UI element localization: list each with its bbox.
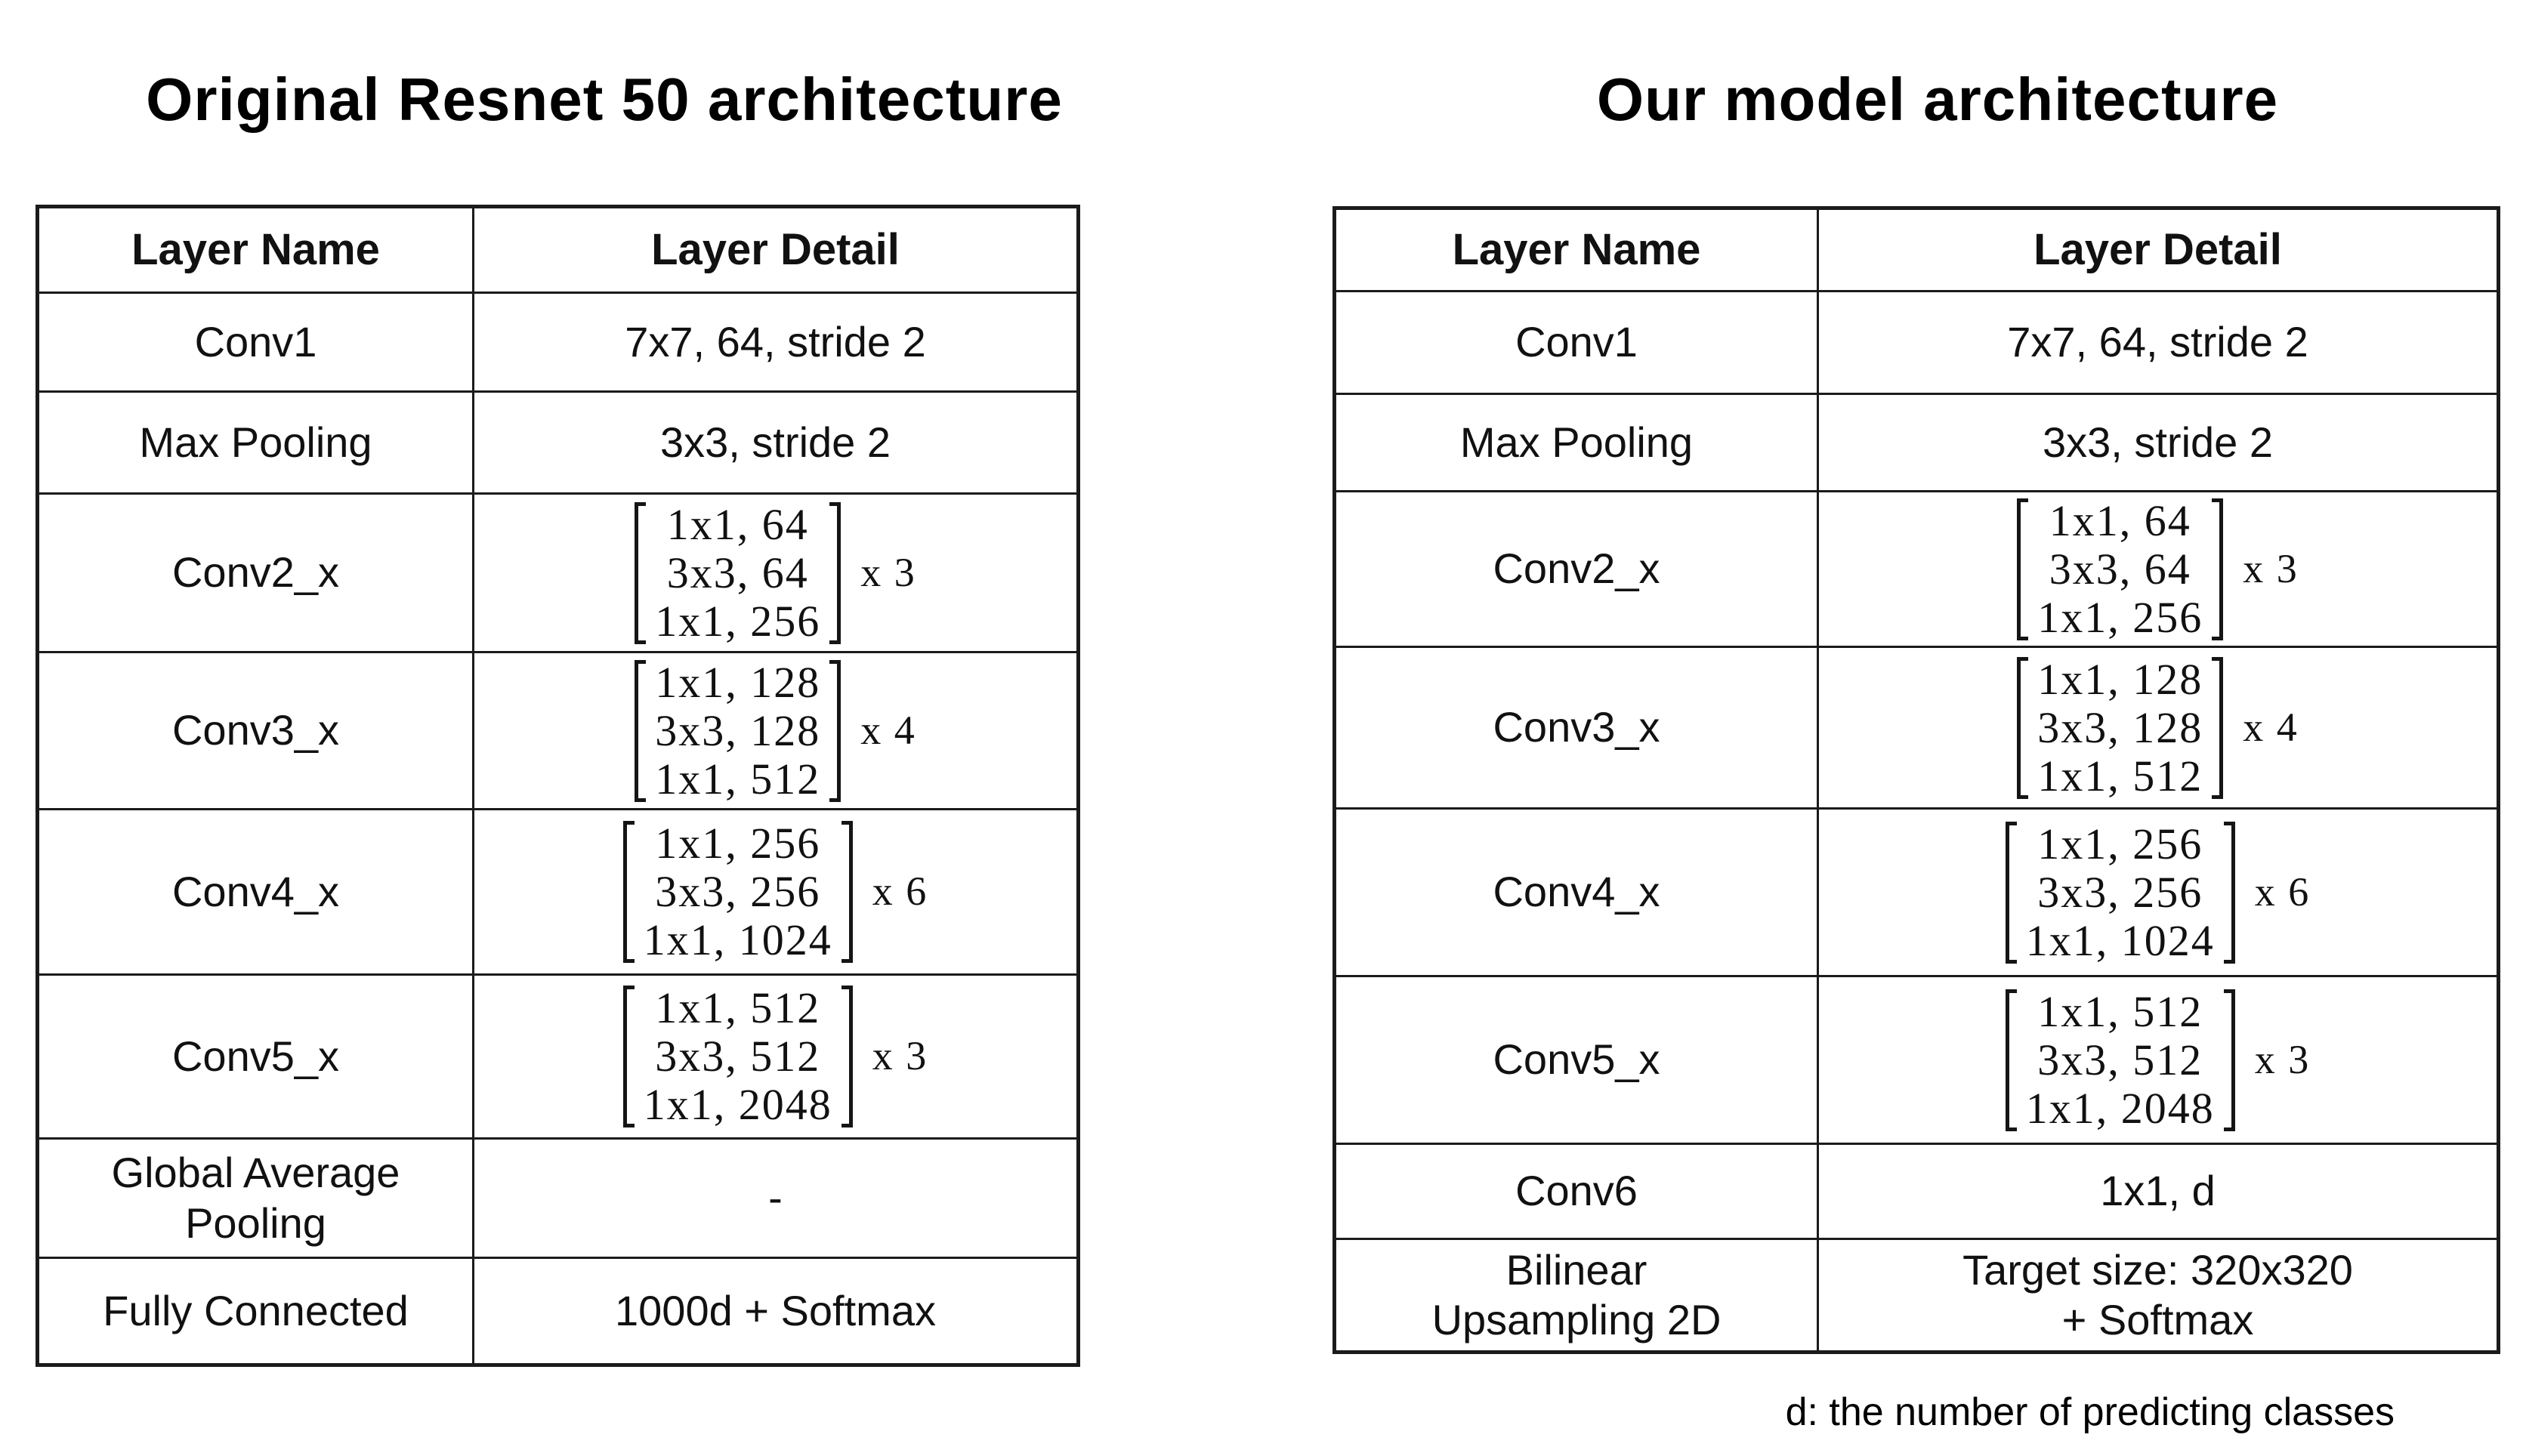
matrix-right-bracket-icon	[2223, 989, 2235, 1131]
layer-detail-cell: 1x1, 512 3x3, 512 1x1, 2048 x 3	[472, 973, 1076, 1137]
layer-name-cell: Conv5_x	[1336, 975, 1817, 1143]
column-header-layer-detail: Layer Detail	[1817, 210, 2497, 290]
layer-name-cell: Conv5_x	[39, 973, 472, 1137]
matrix-left-bracket-icon	[622, 986, 635, 1127]
layer-detail-cell: 1x1, 128 3x3, 128 1x1, 512 x 4	[472, 651, 1076, 808]
resnet50-architecture-table: Layer Name Layer Detail Conv1 7x7, 64, s…	[36, 205, 1080, 1367]
footnote-d-definition: d: the number of predicting classes	[1785, 1390, 2395, 1434]
layer-name-cell: Conv1	[39, 292, 472, 390]
matrix-right-bracket-icon	[841, 986, 853, 1127]
matrix-right-bracket-icon	[841, 821, 853, 963]
layer-name-cell: Global Average Pooling	[39, 1137, 472, 1257]
matrix-multiplier: x 4	[860, 707, 916, 753]
matrix-lines: 1x1, 512 3x3, 512 1x1, 2048	[643, 983, 832, 1129]
layer-name-cell: Bilinear Upsampling 2D	[1336, 1238, 1817, 1350]
matrix-lines: 1x1, 64 3x3, 64 1x1, 256	[655, 499, 821, 646]
matrix-left-bracket-icon	[2017, 656, 2029, 799]
left-table-title: Original Resnet 50 architecture	[146, 66, 1063, 133]
matrix-lines: 1x1, 64 3x3, 64 1x1, 256	[2037, 495, 2203, 642]
layer-name-cell: Conv4_x	[1336, 807, 1817, 975]
layer-name-cell: Conv3_x	[39, 651, 472, 808]
conv-block-matrix: 1x1, 64 3x3, 64 1x1, 256 x 3	[635, 499, 916, 646]
layer-name-cell: Max Pooling	[39, 390, 472, 492]
layer-detail-cell: 3x3, stride 2	[1817, 393, 2497, 490]
conv-block-matrix: 1x1, 512 3x3, 512 1x1, 2048 x 3	[2005, 986, 2311, 1133]
layer-detail-cell: 1000d + Softmax	[472, 1257, 1076, 1363]
matrix-left-bracket-icon	[2005, 989, 2017, 1131]
layer-name-cell: Conv2_x	[1336, 490, 1817, 646]
layer-detail-cell: Target size: 320x320 + Softmax	[1817, 1238, 2497, 1350]
matrix-right-bracket-icon	[2212, 656, 2224, 799]
matrix-right-bracket-icon	[829, 501, 841, 644]
matrix-multiplier: x 3	[860, 549, 916, 595]
conv-block-matrix: 1x1, 256 3x3, 256 1x1, 1024 x 6	[2005, 819, 2311, 965]
layer-detail-cell: 7x7, 64, stride 2	[1817, 290, 2497, 393]
matrix-lines: 1x1, 128 3x3, 128 1x1, 512	[655, 657, 821, 804]
matrix-multiplier: x 3	[2243, 545, 2299, 591]
column-header-layer-detail: Layer Detail	[472, 208, 1076, 292]
layer-name-cell: Conv2_x	[39, 492, 472, 651]
matrix-left-bracket-icon	[622, 821, 635, 963]
layer-detail-cell: 1x1, 64 3x3, 64 1x1, 256 x 3	[472, 492, 1076, 651]
layer-name-cell: Conv1	[1336, 290, 1817, 393]
conv-block-matrix: 1x1, 256 3x3, 256 1x1, 1024 x 6	[622, 819, 928, 964]
matrix-left-bracket-icon	[635, 659, 647, 802]
our-model-architecture-table: Layer Name Layer Detail Conv1 7x7, 64, s…	[1332, 206, 2500, 1354]
layer-name-cell: Fully Connected	[39, 1257, 472, 1363]
layer-detail-cell: 1x1, 256 3x3, 256 1x1, 1024 x 6	[472, 808, 1076, 973]
matrix-right-bracket-icon	[829, 659, 841, 802]
layer-detail-cell: 1x1, 64 3x3, 64 1x1, 256 x 3	[1817, 490, 2497, 646]
conv-block-matrix: 1x1, 128 3x3, 128 1x1, 512 x 4	[635, 657, 916, 804]
matrix-left-bracket-icon	[2017, 498, 2029, 640]
layer-detail-cell: 1x1, 512 3x3, 512 1x1, 2048 x 3	[1817, 975, 2497, 1143]
right-table-title: Our model architecture	[1596, 66, 2279, 133]
column-header-layer-name: Layer Name	[131, 224, 380, 274]
matrix-multiplier: x 4	[2243, 704, 2299, 750]
layer-detail-cell: 1x1, d	[1817, 1143, 2497, 1238]
matrix-left-bracket-icon	[635, 501, 647, 644]
matrix-multiplier: x 6	[872, 868, 928, 915]
layer-detail-cell: 1x1, 256 3x3, 256 1x1, 1024 x 6	[1817, 807, 2497, 975]
matrix-multiplier: x 3	[872, 1033, 928, 1079]
conv-block-matrix: 1x1, 512 3x3, 512 1x1, 2048 x 3	[622, 983, 928, 1129]
layer-name-cell: Conv6	[1336, 1143, 1817, 1238]
matrix-lines: 1x1, 128 3x3, 128 1x1, 512	[2037, 654, 2203, 800]
layer-name-cell: Conv4_x	[39, 808, 472, 973]
layer-name-cell: Conv3_x	[1336, 646, 1817, 807]
matrix-left-bracket-icon	[2005, 821, 2017, 964]
layer-detail-cell: 3x3, stride 2	[472, 390, 1076, 492]
matrix-multiplier: x 3	[2254, 1036, 2311, 1082]
layer-detail-cell: 7x7, 64, stride 2	[472, 292, 1076, 390]
column-header-layer-name: Layer Name	[1452, 224, 1701, 274]
layer-name-cell: Max Pooling	[1336, 393, 1817, 490]
matrix-lines: 1x1, 512 3x3, 512 1x1, 2048	[2025, 986, 2215, 1133]
matrix-multiplier: x 6	[2254, 868, 2311, 915]
conv-block-matrix: 1x1, 64 3x3, 64 1x1, 256 x 3	[2017, 495, 2299, 642]
conv-block-matrix: 1x1, 128 3x3, 128 1x1, 512 x 4	[2017, 654, 2299, 800]
layer-detail-cell: -	[472, 1137, 1076, 1257]
matrix-right-bracket-icon	[2212, 498, 2224, 640]
matrix-right-bracket-icon	[2223, 821, 2235, 964]
matrix-lines: 1x1, 256 3x3, 256 1x1, 1024	[2025, 819, 2215, 965]
layer-detail-cell: 1x1, 128 3x3, 128 1x1, 512 x 4	[1817, 646, 2497, 807]
matrix-lines: 1x1, 256 3x3, 256 1x1, 1024	[643, 819, 832, 964]
